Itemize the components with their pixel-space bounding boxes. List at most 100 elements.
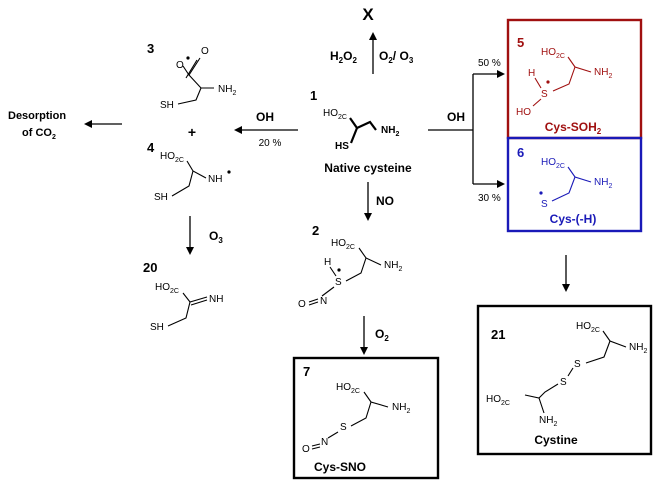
bond bbox=[188, 74, 214, 89]
arrowhead bbox=[234, 126, 242, 134]
reactant-x-label: X bbox=[362, 5, 374, 24]
compound-3: 3 O O NH2 SH bbox=[147, 41, 236, 111]
compound-caption: Cys-(-H) bbox=[550, 212, 597, 226]
amine-label: NH2 bbox=[381, 125, 399, 138]
bond bbox=[321, 286, 335, 297]
nitrogen-label: N bbox=[321, 437, 328, 448]
bond bbox=[538, 397, 545, 414]
compound-number: 4 bbox=[147, 140, 155, 155]
bond bbox=[532, 98, 542, 107]
bond bbox=[567, 166, 592, 183]
compound-21-box bbox=[476, 304, 653, 456]
carboxyl-bottom-label: HO2C bbox=[486, 394, 510, 407]
sulfur-label: S bbox=[340, 422, 347, 433]
oxygen-label: O bbox=[298, 299, 306, 310]
reagent-o2: O2 bbox=[375, 327, 389, 343]
arrowhead bbox=[186, 247, 194, 255]
arrowhead bbox=[369, 32, 377, 40]
bond bbox=[167, 301, 191, 327]
thiol-label: SH bbox=[154, 192, 168, 203]
ozone-label: O2/ O3 bbox=[379, 49, 414, 65]
bond bbox=[186, 160, 207, 179]
arrowhead bbox=[364, 213, 372, 221]
compound-number: 21 bbox=[491, 327, 505, 342]
compound-4: 4 HO2C NH SH bbox=[147, 140, 231, 203]
reagent-oh-right: OH bbox=[447, 110, 465, 124]
h-label: H bbox=[528, 68, 535, 79]
backbone-bond bbox=[349, 117, 377, 131]
oxidant-label: H2O2 bbox=[330, 49, 357, 65]
compound-number: 20 bbox=[143, 260, 157, 275]
compound-6: 6 HO2C NH2 S Cys-(-H) bbox=[517, 145, 612, 226]
radical-dot bbox=[539, 191, 543, 195]
sulfur-label: S bbox=[541, 199, 548, 210]
compound-caption: Cys-SOH2 bbox=[545, 120, 602, 136]
bond bbox=[182, 57, 201, 77]
yield-20: 20 % bbox=[259, 138, 282, 149]
bond bbox=[329, 266, 337, 277]
h-label: H bbox=[324, 257, 331, 268]
bond bbox=[327, 431, 339, 439]
bond bbox=[567, 367, 574, 377]
compound-caption: Cys-SNO bbox=[314, 460, 366, 474]
sulfur-label: S bbox=[541, 89, 548, 100]
oxygen-label: O bbox=[302, 444, 310, 455]
reagent-no: NO bbox=[376, 194, 394, 208]
compound-7-box bbox=[292, 356, 440, 480]
bond bbox=[534, 77, 542, 89]
bond bbox=[585, 340, 611, 364]
bond bbox=[552, 66, 576, 92]
imine-label: NH bbox=[209, 294, 223, 305]
compound-7: 7 HO2C NH2 S N O Cys-SNO bbox=[302, 364, 410, 474]
nitrogen-label: N bbox=[320, 296, 327, 307]
carbonyl-o-label: O bbox=[201, 46, 209, 57]
double-bond bbox=[190, 299, 208, 306]
carboxyl-label: HO2C bbox=[541, 47, 565, 60]
compound-number: 6 bbox=[517, 145, 524, 160]
radical-dot bbox=[186, 56, 190, 60]
compound-5: 5 HO2C NH2 H S HO Cys-SOH2 bbox=[516, 35, 612, 136]
bond bbox=[350, 401, 372, 427]
bond bbox=[185, 59, 198, 79]
amine-label: NH2 bbox=[392, 402, 410, 415]
nh-label: NH bbox=[208, 174, 222, 185]
radical-dot bbox=[546, 80, 550, 84]
thiol-label: SH bbox=[150, 322, 164, 333]
carboxyl-label: HO2C bbox=[155, 282, 179, 295]
amine-top-label: NH2 bbox=[629, 342, 647, 355]
desorption-line1: Desorption bbox=[8, 110, 66, 122]
bond bbox=[358, 247, 382, 266]
amine-label: NH2 bbox=[218, 84, 236, 97]
arrowhead bbox=[497, 180, 505, 188]
yield-30: 30 % bbox=[478, 193, 501, 204]
bond bbox=[602, 330, 627, 348]
backbone-bond bbox=[349, 127, 359, 144]
yield-50: 50 % bbox=[478, 58, 501, 69]
plus-sign: + bbox=[188, 124, 196, 140]
carboxyl-top-label: HO2C bbox=[576, 321, 600, 334]
radical-dot bbox=[337, 268, 341, 272]
double-bond bbox=[311, 443, 321, 450]
carboxyl-label: HO2C bbox=[541, 157, 565, 170]
sulfur-label: S bbox=[335, 277, 342, 288]
amine-label: NH2 bbox=[594, 67, 612, 80]
compound-number: 1 bbox=[310, 88, 317, 103]
bond bbox=[551, 176, 576, 202]
compound-6-box bbox=[506, 136, 643, 233]
compound-number: 2 bbox=[312, 223, 319, 238]
amine-bottom-label: NH2 bbox=[539, 415, 557, 428]
bond bbox=[524, 383, 559, 399]
compound-caption: Native cysteine bbox=[324, 161, 412, 175]
compound-20: 20 HO2C NH SH bbox=[143, 260, 223, 333]
compound-caption: Cystine bbox=[534, 433, 578, 447]
bond bbox=[171, 170, 194, 197]
arrowhead bbox=[84, 120, 92, 128]
double-bond bbox=[308, 298, 319, 306]
carboxyl-label: HO2C bbox=[331, 238, 355, 251]
oxygen-label: O bbox=[176, 60, 184, 71]
reagent-oh-left: OH bbox=[256, 110, 274, 124]
thiol-label: SH bbox=[160, 100, 174, 111]
carboxyl-label: HO2C bbox=[336, 382, 360, 395]
